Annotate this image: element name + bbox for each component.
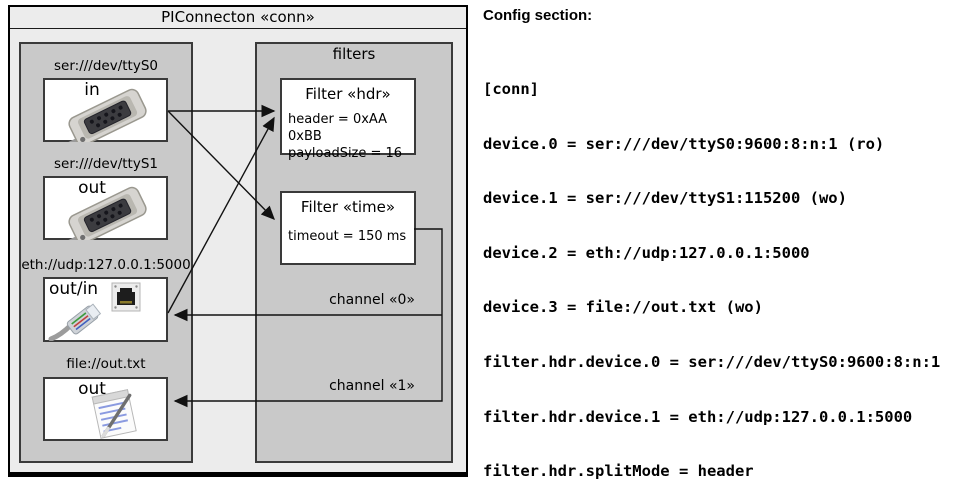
- ethernet-plug-icon: [47, 295, 115, 341]
- filters-panel-title: filters: [332, 45, 376, 63]
- config-text: [conn] device.0 = ser:///dev/ttyS0:9600:…: [483, 44, 950, 484]
- filter-hdr-title: Filter «hdr»: [305, 85, 391, 103]
- serial-connector-icon: [53, 186, 163, 240]
- ethernet-jack-icon: [111, 282, 141, 312]
- device-box-eth: out/in: [43, 277, 168, 342]
- diagram-title: PIConnecton «conn»: [161, 8, 315, 26]
- filter-box-hdr: Filter «hdr» header = 0xAA 0xBB payloadS…: [280, 78, 416, 161]
- config-line: filter.hdr.splitMode = header: [483, 462, 754, 481]
- config-line: device.1 = ser:///dev/ttyS1:115200 (wo): [483, 189, 847, 208]
- device-label-eth: eth://udp:127.0.0.1:5000: [21, 257, 191, 273]
- notepad-icon: [85, 387, 143, 439]
- device-box-file: out: [43, 377, 168, 441]
- device-label-file: file://out.txt: [66, 356, 146, 372]
- filter-time-attr-timeout: timeout = 150 ms: [288, 229, 407, 244]
- device-direction: out: [78, 379, 106, 399]
- config-line: filter.hdr.device.1 = eth://udp:127.0.0.…: [483, 407, 913, 426]
- device-label-ttyS0: ser:///dev/ttyS0: [54, 58, 158, 74]
- config-line: filter.hdr.device.0 = ser:///dev/ttyS0:9…: [483, 352, 941, 371]
- filter-hdr-attr-header: header = 0xAA 0xBB: [288, 112, 388, 144]
- config-heading: Config section:: [483, 7, 593, 24]
- device-direction: out: [78, 178, 106, 198]
- serial-connector-icon: [53, 88, 163, 142]
- config-line: device.0 = ser:///dev/ttyS0:9600:8:n:1 (…: [483, 134, 885, 153]
- device-box-ttyS1: out: [43, 176, 168, 240]
- device-box-ttyS0: in: [43, 78, 168, 142]
- device-direction: out/in: [49, 279, 99, 299]
- channel-1-label: channel «1»: [329, 378, 415, 394]
- device-label-ttyS1: ser:///dev/ttyS1: [54, 156, 158, 172]
- channel-0-label: channel «0»: [329, 292, 415, 308]
- filter-time-title: Filter «time»: [300, 198, 396, 216]
- config-line: device.2 = eth://udp:127.0.0.1:5000: [483, 243, 810, 262]
- device-direction: in: [84, 80, 100, 100]
- config-line: [conn]: [483, 80, 539, 98]
- filter-box-time: Filter «time» timeout = 150 ms: [280, 191, 416, 265]
- config-line: device.3 = file://out.txt (wo): [483, 298, 763, 317]
- filter-hdr-attr-payload: payloadSize = 16: [288, 146, 403, 161]
- title-separator: [10, 28, 466, 29]
